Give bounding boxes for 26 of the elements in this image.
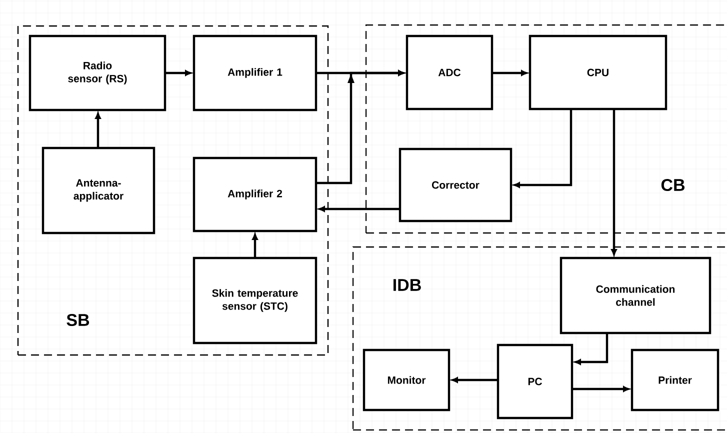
block-box: CPU: [528, 34, 668, 110]
arrow: [572, 386, 630, 392]
block-box: Amplifier 2: [192, 156, 318, 232]
block-box: Corrector: [398, 148, 512, 222]
arrow: [95, 112, 101, 148]
block-box: Radio sensor (RS): [28, 34, 166, 112]
block-box: PC: [496, 344, 574, 420]
arrow: [492, 70, 528, 76]
group-label: CB: [661, 178, 685, 192]
arrow: [611, 109, 617, 256]
block-box: Amplifier 1: [192, 34, 318, 112]
block-box: Communication channel: [560, 256, 712, 334]
block-box: Skin temperature sensor (STC): [192, 256, 318, 344]
block-box: Printer: [630, 348, 720, 412]
arrow: [452, 377, 498, 383]
block-box: Antenna-applicator: [42, 146, 156, 234]
arrow: [316, 70, 404, 184]
block-box: ADC: [406, 34, 494, 110]
group-label: IDB: [394, 279, 421, 291]
arrow: [252, 234, 258, 258]
arrow: [514, 109, 572, 188]
block-box: Monitor: [362, 348, 450, 412]
group-label: SB: [66, 314, 90, 326]
arrow: [574, 333, 608, 365]
arrow: [165, 70, 192, 76]
arrow: [318, 206, 400, 212]
